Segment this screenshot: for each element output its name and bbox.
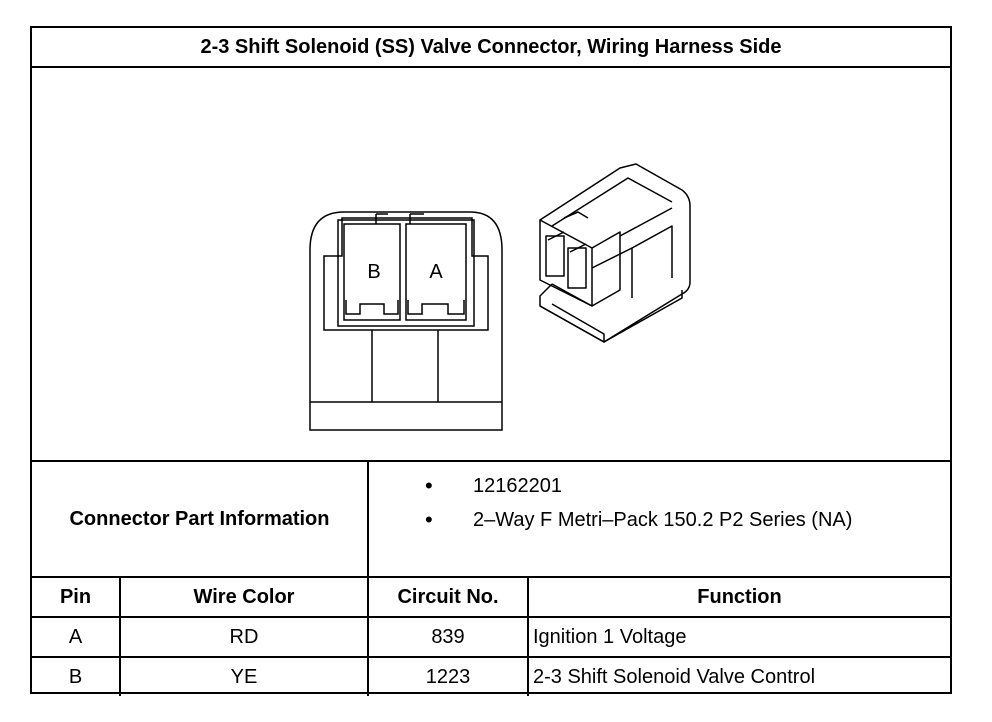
pin-cell: A xyxy=(32,616,121,658)
wire-color-cell: RD xyxy=(119,616,369,658)
header-function: Function xyxy=(527,578,950,618)
function-cell: Ignition 1 Voltage xyxy=(527,616,950,658)
connector-sheet: 2-3 Shift Solenoid (SS) Valve Connector,… xyxy=(30,26,952,696)
header-circuit-no: Circuit No. xyxy=(367,578,529,618)
terminal-label-b: B xyxy=(367,261,380,283)
function-cell: 2-3 Shift Solenoid Valve Control xyxy=(527,656,950,696)
connector-part-info: Connector Part Information • 12162201 • … xyxy=(32,462,950,578)
part-number: 12162201 xyxy=(473,474,562,497)
terminal-label-a: A xyxy=(429,261,443,283)
connector-isometric-view xyxy=(539,163,691,343)
connector-series: 2–Way F Metri–Pack 150.2 P2 Series (NA) xyxy=(473,508,853,531)
list-item: • 2–Way F Metri–Pack 150.2 P2 Series (NA… xyxy=(369,506,950,534)
table-row: A RD 839 Ignition 1 Voltage xyxy=(32,616,950,658)
connector-info-list: • 12162201 • 2–Way F Metri–Pack 150.2 P2… xyxy=(369,462,950,576)
connector-figure: B A xyxy=(32,68,950,462)
table-header-row: Pin Wire Color Circuit No. Function xyxy=(32,578,950,618)
table-row: B YE 1223 2-3 Shift Solenoid Valve Contr… xyxy=(32,656,950,696)
circuit-cell: 839 xyxy=(367,616,529,658)
connector-face-view xyxy=(309,211,503,431)
pin-table: Pin Wire Color Circuit No. Function A RD… xyxy=(32,578,950,696)
pin-cell: B xyxy=(32,656,121,696)
header-wire-color: Wire Color xyxy=(119,578,369,618)
bullet-icon: • xyxy=(425,507,433,532)
bullet-icon: • xyxy=(425,473,433,498)
circuit-cell: 1223 xyxy=(367,656,529,696)
connector-diagram: B A xyxy=(309,163,691,431)
sheet-title: 2-3 Shift Solenoid (SS) Valve Connector,… xyxy=(32,28,950,68)
list-item: • 12162201 xyxy=(369,472,950,500)
connector-info-label: Connector Part Information xyxy=(32,462,369,576)
header-pin: Pin xyxy=(32,578,121,618)
wire-color-cell: YE xyxy=(119,656,369,696)
